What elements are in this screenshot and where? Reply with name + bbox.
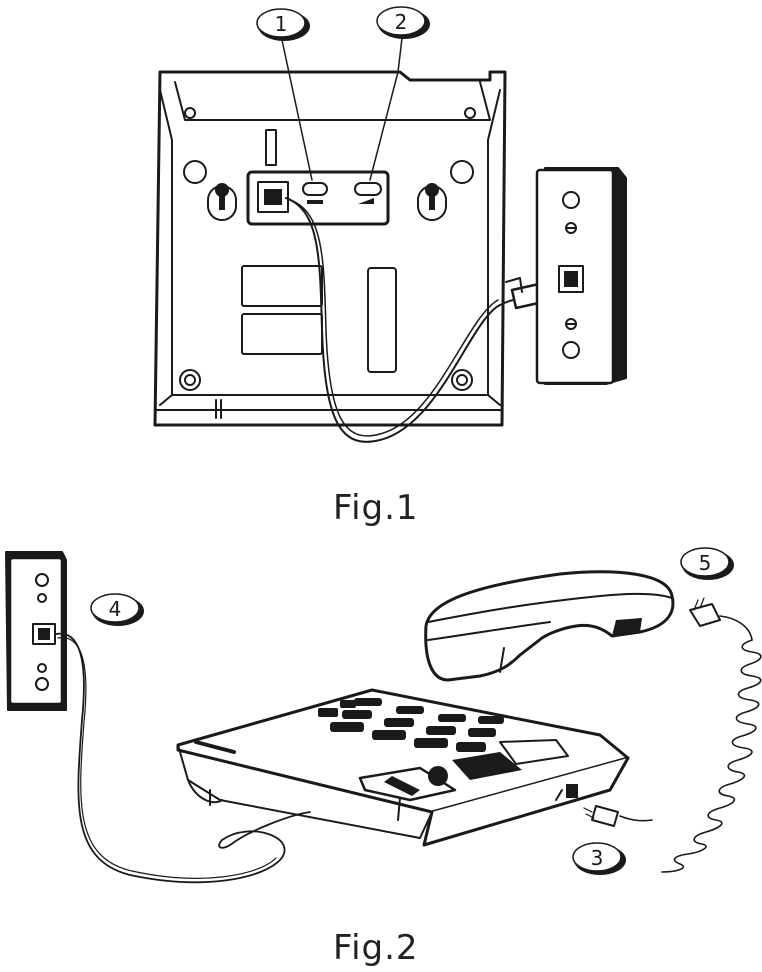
callout-1: 1 xyxy=(257,9,310,41)
wall-mount-slot-left xyxy=(208,184,236,220)
handset-port-icon xyxy=(307,200,323,204)
svg-text:3: 3 xyxy=(591,846,604,870)
svg-text:4: 4 xyxy=(109,597,122,621)
handset-port xyxy=(303,183,327,204)
telephone-base xyxy=(178,690,628,845)
line-port-icon xyxy=(358,198,374,204)
wall-mount-slot-right xyxy=(418,184,446,220)
wall-plate-fig2 xyxy=(6,552,66,710)
wall-plate-fig1 xyxy=(537,168,626,384)
callout-3: 3 xyxy=(573,843,626,875)
callout-2: 2 xyxy=(377,7,430,39)
line-port xyxy=(355,183,381,204)
callout-5: 5 xyxy=(681,548,734,580)
svg-text:5: 5 xyxy=(699,551,712,575)
figure-caption-2: Fig.2 xyxy=(333,928,419,968)
line-cord-fig1 xyxy=(286,198,530,442)
handset xyxy=(426,572,673,680)
callout-4: 4 xyxy=(91,594,144,626)
coiled-handset-cord xyxy=(584,598,761,872)
figure-caption-1: Fig.1 xyxy=(333,488,419,528)
svg-text:2: 2 xyxy=(395,10,408,34)
svg-text:1: 1 xyxy=(275,12,288,36)
